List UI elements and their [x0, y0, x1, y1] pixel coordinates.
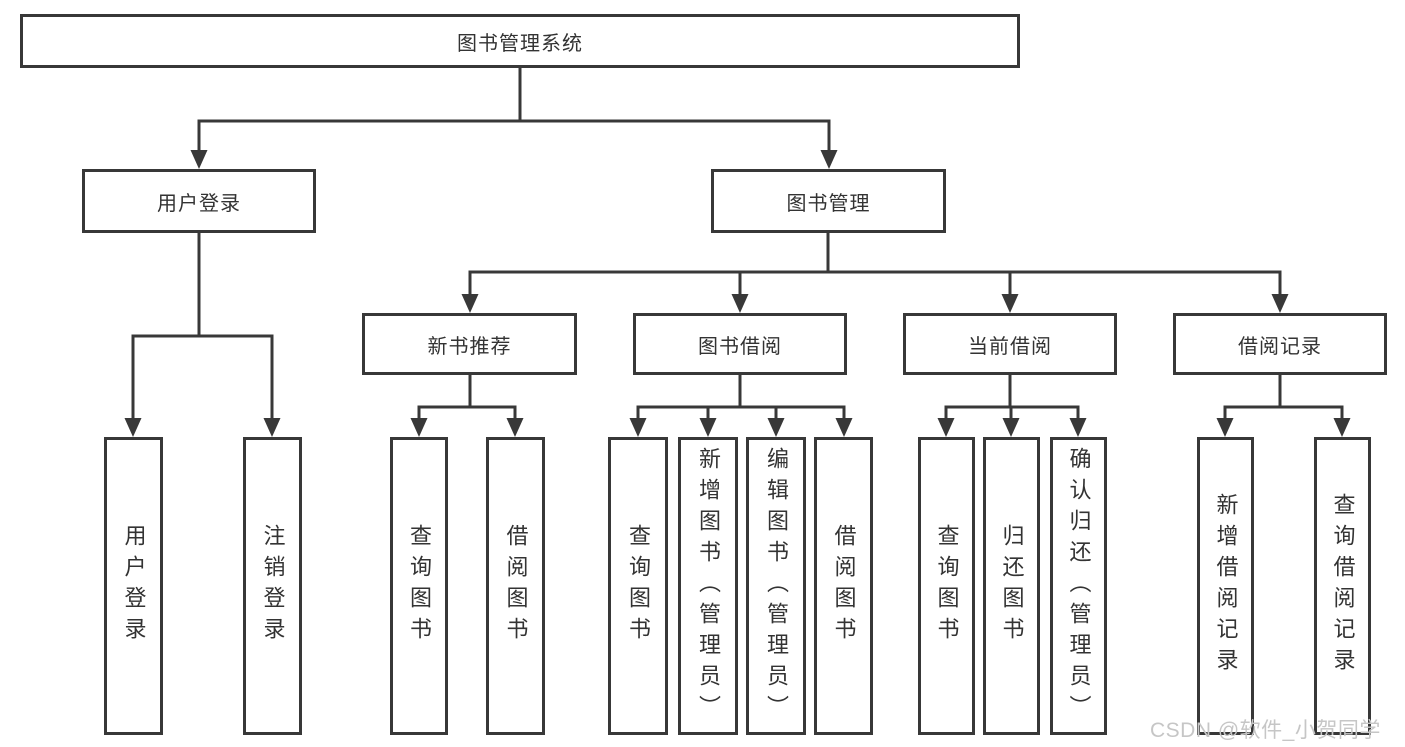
leaf-label: 新增图书（管理员） — [696, 446, 721, 726]
leaf-label: 归还图书 — [999, 524, 1025, 648]
node-user-login: 用户登录 — [82, 169, 316, 233]
leaf-borrow-books-borrowing: 借阅图书 — [814, 437, 873, 735]
leaf-label: 查询借阅记录 — [1330, 493, 1356, 679]
leaf-label: 编辑图书（管理员） — [764, 446, 789, 726]
leaf-label: 用户登录 — [121, 524, 147, 648]
leaf-user-login: 用户登录 — [104, 437, 163, 735]
csdn-watermark: CSDN @软件_小贺同学 — [1150, 719, 1381, 742]
node-new-book-recommendation: 新书推荐 — [362, 313, 577, 375]
leaf-add-book-admin: 新增图书（管理员） — [678, 437, 738, 735]
leaf-label: 借阅图书 — [831, 524, 857, 648]
node-borrowing-records: 借阅记录 — [1173, 313, 1387, 375]
leaf-query-borrow-record: 查询借阅记录 — [1314, 437, 1371, 735]
leaf-label: 确认归还（管理员） — [1066, 446, 1092, 726]
node-label: 当前借阅 — [968, 335, 1052, 358]
node-label: 新书推荐 — [427, 335, 512, 358]
node-book-borrowing: 图书借阅 — [633, 313, 847, 375]
leaf-label: 查询图书 — [934, 524, 960, 648]
node-book-management: 图书管理 — [711, 169, 946, 233]
node-library-management-system: 图书管理系统 — [20, 14, 1020, 68]
leaf-borrow-books-recommend: 借阅图书 — [486, 437, 545, 735]
leaf-edit-book-admin: 编辑图书（管理员） — [746, 437, 806, 735]
leaf-query-books-recommend: 查询图书 — [390, 437, 448, 735]
node-label: 用户登录 — [157, 192, 241, 215]
leaf-return-books: 归还图书 — [983, 437, 1040, 735]
leaf-label: 新增借阅记录 — [1213, 493, 1239, 679]
node-current-borrowing: 当前借阅 — [903, 313, 1117, 375]
leaf-query-books-borrowing: 查询图书 — [608, 437, 668, 735]
node-label: 图书管理 — [786, 192, 871, 215]
leaf-label: 查询图书 — [407, 524, 432, 648]
leaf-query-books-current: 查询图书 — [918, 437, 975, 735]
node-label: 借阅记录 — [1238, 335, 1322, 358]
leaf-logout: 注销登录 — [243, 437, 302, 735]
leaf-label: 借阅图书 — [503, 524, 529, 648]
node-label: 图书管理系统 — [457, 32, 583, 55]
leaf-label: 注销登录 — [260, 524, 286, 648]
leaf-label: 查询图书 — [626, 524, 651, 648]
leaf-confirm-return-admin: 确认归还（管理员） — [1050, 437, 1107, 735]
node-label: 图书借阅 — [698, 335, 782, 358]
leaf-add-borrow-record: 新增借阅记录 — [1197, 437, 1254, 735]
